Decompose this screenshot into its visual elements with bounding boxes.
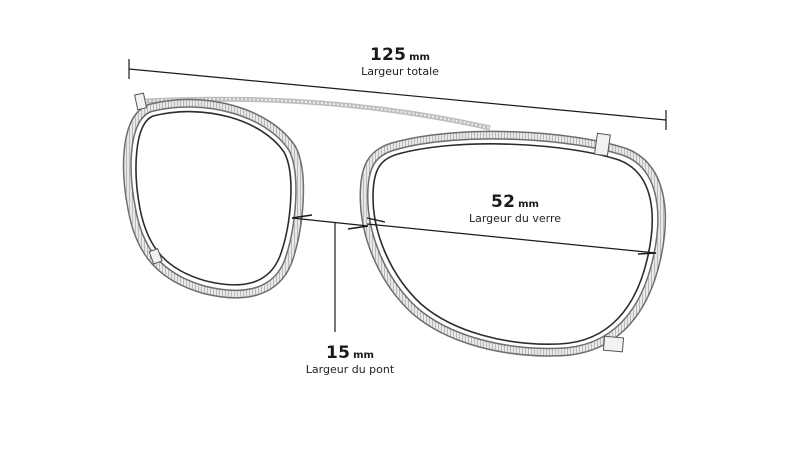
clip-top-left xyxy=(134,92,148,111)
bridge-width-unit: mm xyxy=(353,350,374,361)
right-lens-rim xyxy=(359,130,667,357)
lens-width-value: 52 xyxy=(491,192,516,212)
total-width-caption: Largeur totale xyxy=(361,64,439,78)
clip-bottom-right xyxy=(602,335,625,353)
bridge-width-dimension-line xyxy=(291,214,369,332)
total-width-value: 125 xyxy=(370,45,407,65)
bridge-width-value: 15 xyxy=(326,343,351,363)
lens-width-caption: Largeur du verre xyxy=(468,211,562,225)
clip-top-right xyxy=(593,132,611,157)
lens-width-dimension-line xyxy=(366,217,657,255)
total-width-unit: mm xyxy=(409,52,430,63)
bridge-width-caption: Largeur du pont xyxy=(305,362,395,376)
left-lens-rim xyxy=(122,98,305,299)
lens-width-unit: mm xyxy=(518,199,539,210)
total-width-dimension-line xyxy=(128,59,667,130)
clip-bottom-left xyxy=(148,248,163,265)
